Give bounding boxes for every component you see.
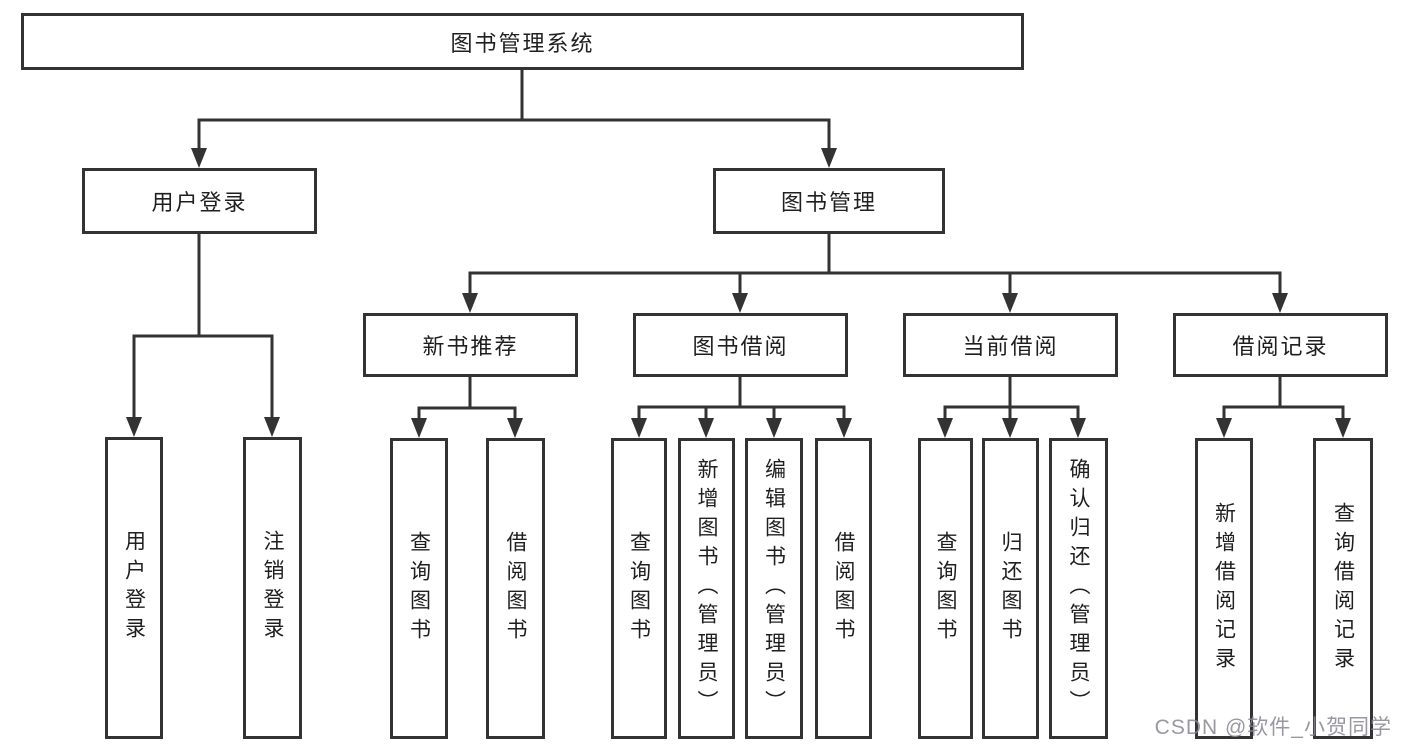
node-book-management: 图书管理 bbox=[713, 168, 945, 234]
node-new-book-recommendation: 新书推荐 bbox=[363, 313, 578, 377]
leaf-user-login: 用户登录 bbox=[105, 437, 163, 739]
leaf-return-books: 归还图书 bbox=[982, 438, 1039, 739]
leaf-query-books: 查询图书 bbox=[611, 438, 667, 739]
node-user-login: 用户登录 bbox=[82, 168, 317, 234]
csdn-watermark: CSDN @软件_小贺同学 bbox=[1154, 716, 1392, 739]
leaf-borrow-books: 借阅图书 bbox=[815, 438, 872, 739]
node-borrowing-records: 借阅记录 bbox=[1173, 313, 1388, 377]
leaf-edit-books-admin: 编辑图书（管理员） bbox=[745, 438, 803, 739]
node-book-borrowing: 图书借阅 bbox=[633, 313, 848, 377]
node-book-management-system: 图书管理系统 bbox=[21, 13, 1024, 70]
leaf-confirm-return-admin: 确认归还（管理员） bbox=[1049, 438, 1108, 739]
leaf-query-books: 查询图书 bbox=[390, 438, 448, 739]
leaf-add-books-admin: 新增图书（管理员） bbox=[678, 438, 735, 739]
leaf-borrow-books: 借阅图书 bbox=[486, 438, 545, 739]
leaf-query-books: 查询图书 bbox=[918, 438, 973, 739]
leaf-query-borrowing-record: 查询借阅记录 bbox=[1313, 438, 1373, 739]
leaf-add-borrowing-record: 新增借阅记录 bbox=[1195, 438, 1253, 739]
node-current-borrowing: 当前借阅 bbox=[903, 313, 1118, 377]
leaf-logout: 注销登录 bbox=[243, 437, 302, 739]
